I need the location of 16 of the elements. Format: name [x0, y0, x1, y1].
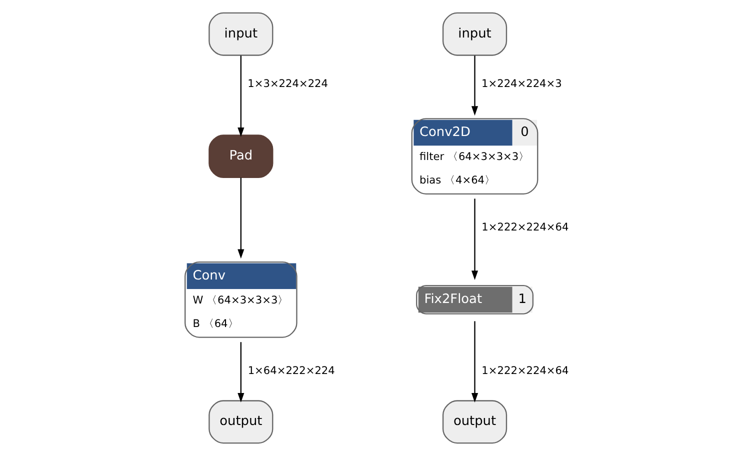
- arrow: [238, 178, 244, 259]
- node-box: output: [208, 400, 274, 444]
- edge-label: 1×224×224×3: [482, 78, 562, 90]
- node-box: output: [442, 400, 508, 444]
- node-box: input: [442, 12, 508, 56]
- edge-label: 1×222×224×64: [482, 364, 569, 377]
- node-box: Pad: [208, 134, 274, 178]
- edge-label: 1×64×222×224: [248, 364, 335, 377]
- arrow: [471, 56, 478, 116]
- arrow: [238, 342, 244, 402]
- node-box: input: [208, 12, 274, 56]
- arrow: [471, 198, 478, 280]
- arrow: [471, 321, 478, 402]
- edge-label: 1×3×224×224: [248, 78, 328, 90]
- arrow: [238, 56, 244, 137]
- edge-label: 1×222×224×64: [482, 222, 569, 234]
